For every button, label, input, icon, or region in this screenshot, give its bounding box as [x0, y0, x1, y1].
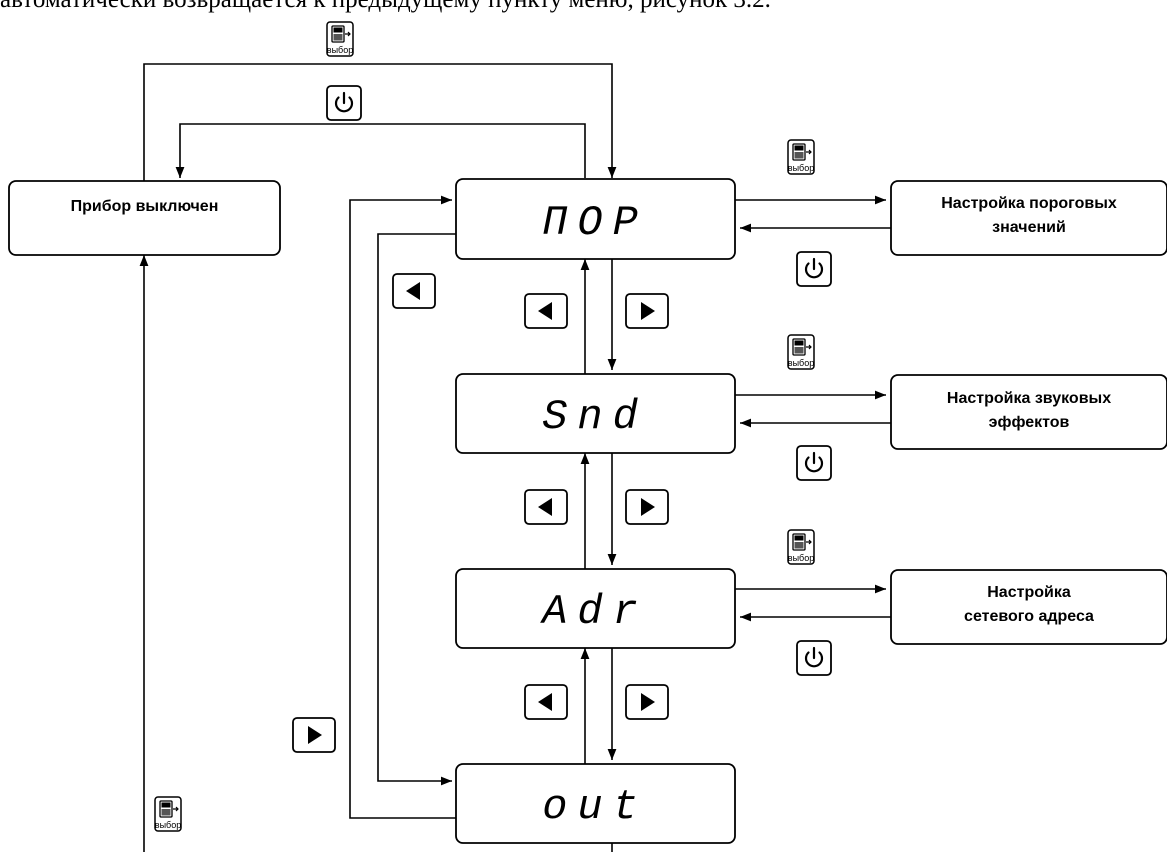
sound-settings-box: Настройка звуковых эффектов — [890, 374, 1167, 450]
display-text: out — [542, 783, 648, 831]
settings-label-line: эффектов — [989, 414, 1070, 431]
right-arrow-icon — [625, 489, 669, 525]
power-button-icon — [795, 444, 833, 482]
wrap-right-line — [349, 195, 456, 819]
left-arrow-icon — [524, 293, 568, 329]
left-arrow-icon — [524, 489, 568, 525]
settings-label-line: сетевого адреса — [964, 608, 1094, 625]
header-text: автоматически возвращается к предыдущему… — [0, 0, 1167, 14]
select-button-icon: выбор — [154, 796, 182, 832]
right-arrow-icon — [292, 717, 336, 753]
display-mop: ΠΟΡ — [455, 178, 736, 260]
select-caption: выбор — [788, 358, 814, 368]
device-off-label: Прибор выключен — [71, 198, 219, 215]
select-button-icon: выбор — [787, 529, 815, 565]
right-arrow-icon — [625, 293, 669, 329]
right-arrow-icon — [625, 684, 669, 720]
threshold-settings-box: Настройка пороговых значений — [890, 180, 1167, 256]
power-loop-line — [175, 123, 586, 178]
left-arrow-icon — [524, 684, 568, 720]
select-caption: выбор — [155, 820, 181, 830]
settings-label-line: Настройка пороговых — [941, 195, 1117, 212]
power-button-icon — [795, 639, 833, 677]
display-snd: Snd — [455, 373, 736, 454]
display-out: out — [455, 763, 736, 844]
select-loop-line — [143, 63, 617, 181]
power-button-icon — [795, 250, 833, 288]
left-arrow-icon — [392, 273, 436, 309]
power-button-icon — [325, 84, 363, 122]
select-caption: выбор — [788, 163, 814, 173]
select-button-icon: выбор — [787, 334, 815, 370]
settings-label-line: Настройка — [987, 584, 1071, 601]
select-button-icon: выбор — [787, 139, 815, 175]
settings-label-line: Настройка звуковых — [947, 390, 1111, 407]
settings-label-line: значений — [992, 219, 1066, 236]
device-off-box: Прибор выключен — [8, 180, 281, 256]
display-text: Adr — [539, 588, 648, 636]
display-text: Snd — [542, 393, 648, 441]
select-button-icon: выбор — [326, 21, 354, 57]
display-adr: Adr — [455, 568, 736, 649]
wrap-left-line — [377, 233, 456, 786]
display-text: ΠΟΡ — [542, 199, 648, 247]
select-caption: выбор — [327, 45, 353, 55]
address-settings-box: Настройка сетевого адреса — [890, 569, 1167, 645]
select-caption: выбор — [788, 553, 814, 563]
